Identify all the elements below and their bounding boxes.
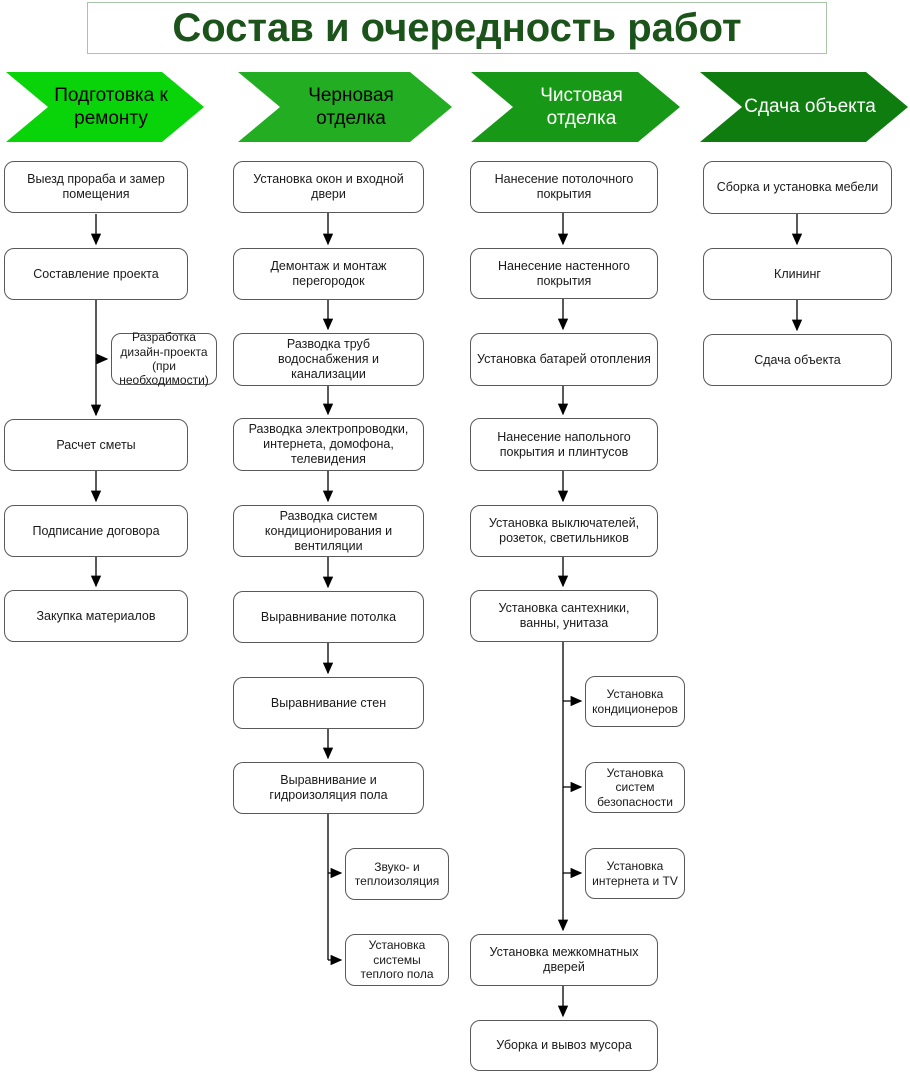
step-box: Выезд прораба и замер помещения	[4, 161, 188, 213]
phase-arrow-rough-finish: Черновая отделка	[238, 72, 452, 142]
step-box: Разводка электропроводки, интернета, дом…	[233, 418, 424, 471]
step-box: Установка окон и входной двери	[233, 161, 424, 213]
step-box: Выравнивание и гидроизоляция пола	[233, 762, 424, 814]
step-box: Демонтаж и монтаж перегородок	[233, 248, 424, 300]
step-box: Выравнивание потолка	[233, 591, 424, 643]
step-box: Сборка и установка мебели	[703, 161, 892, 214]
step-box: Нанесение настенного покрытия	[470, 248, 658, 299]
side-step-box: Установка систем безопасности	[585, 762, 685, 813]
side-step-box: Установка кондиционеров	[585, 676, 685, 727]
step-box: Выравнивание стен	[233, 677, 424, 729]
step-box: Установка батарей отопления	[470, 333, 658, 386]
phase-arrow-preparation: Подготовка к ремонту	[6, 72, 204, 142]
step-box: Закупка материалов	[4, 590, 188, 642]
step-box: Нанесение потолочного покрытия	[470, 161, 658, 213]
step-box: Нанесение напольного покрытия и плинтусо…	[470, 418, 658, 471]
step-box: Составление проекта	[4, 248, 188, 300]
step-box: Разводка систем кондиционирования и вент…	[233, 505, 424, 557]
step-box: Расчет сметы	[4, 419, 188, 471]
side-step-box: Установка системы теплого пола	[345, 934, 449, 986]
step-box: Сдача объекта	[703, 334, 892, 386]
step-box: Установка сантехники, ванны, унитаза	[470, 590, 658, 642]
step-box: Установка межкомнатных дверей	[470, 934, 658, 986]
side-step-box: Установка интернета и TV	[585, 848, 685, 899]
step-box: Уборка и вывоз мусора	[470, 1020, 658, 1071]
side-step-box: Разработка дизайн-проекта (при необходим…	[111, 330, 217, 387]
side-step-box: Звуко- и теплоизоляция	[345, 848, 449, 900]
step-box: Подписание договора	[4, 505, 188, 557]
step-box: Разводка труб водоснабжения и канализаци…	[233, 333, 424, 386]
page-title: Состав и очередность работ	[87, 2, 827, 54]
step-box: Установка выключателей, розеток, светиль…	[470, 505, 658, 557]
step-box: Клининг	[703, 248, 892, 300]
